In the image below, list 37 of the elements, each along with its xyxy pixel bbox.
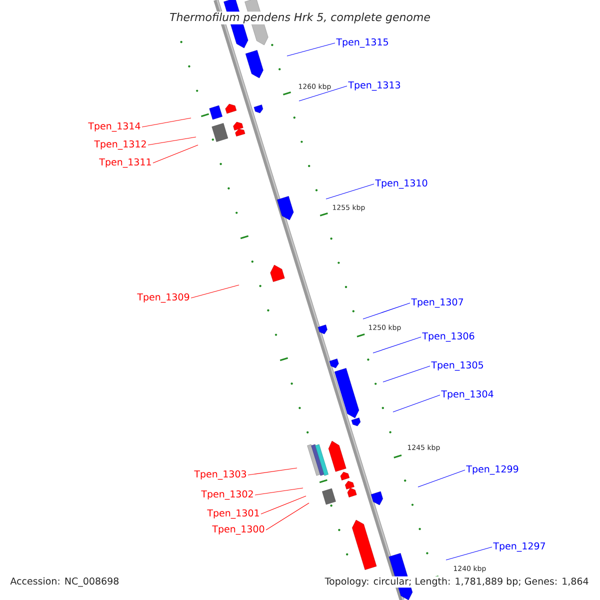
leader-line: [152, 144, 198, 164]
gene-label: Tpen_1300: [212, 525, 264, 535]
leader-line: [142, 118, 192, 128]
gene-label: Tpen_1314: [88, 122, 140, 132]
gene-label: Tpen_1313: [348, 81, 400, 91]
leader-line: [326, 184, 374, 200]
gene-label: Tpen_1303: [194, 470, 246, 480]
gene-label: Tpen_1299: [466, 465, 518, 475]
topology-text: Topology: circular; Length: 1,781,889 bp; Genes: 1,864: [324, 576, 590, 588]
gene-label: Tpen_1305: [431, 361, 483, 371]
gene-label: Tpen_1315: [336, 38, 388, 48]
gene-label: Tpen_1311: [99, 158, 151, 168]
leader-line: [298, 86, 348, 102]
gene-label: Tpen_1307: [411, 298, 464, 308]
leader-line: [286, 42, 336, 56]
leader-line: [446, 546, 492, 560]
gene-label: Tpen_1301: [207, 509, 259, 519]
gene-label: Tpen_1302: [201, 490, 253, 500]
leader-line: [248, 468, 298, 476]
gene-label: Tpen_1312: [94, 140, 146, 150]
leader-line: [148, 136, 196, 146]
accession-text: Accession: NC_008698: [9, 576, 120, 588]
leader-line: [362, 302, 410, 320]
leader-line: [418, 470, 466, 488]
gene-label: Tpen_1304: [441, 390, 494, 400]
gene-label: Tpen_1306: [422, 332, 474, 342]
gene-label: Tpen_1310: [375, 179, 428, 189]
title: Thermofilum pendens Hrk 5, complete genome: [168, 12, 432, 24]
leader-line: [392, 394, 440, 412]
gene-label: Tpen_1297: [493, 542, 546, 552]
leader-line: [266, 502, 310, 530]
gene-label: Tpen_1309: [137, 293, 190, 303]
leader-line: [382, 366, 430, 382]
leader-line: [254, 488, 304, 496]
leader-line: [372, 336, 422, 354]
leader-line: [190, 284, 240, 298]
leader-line: [260, 496, 306, 514]
